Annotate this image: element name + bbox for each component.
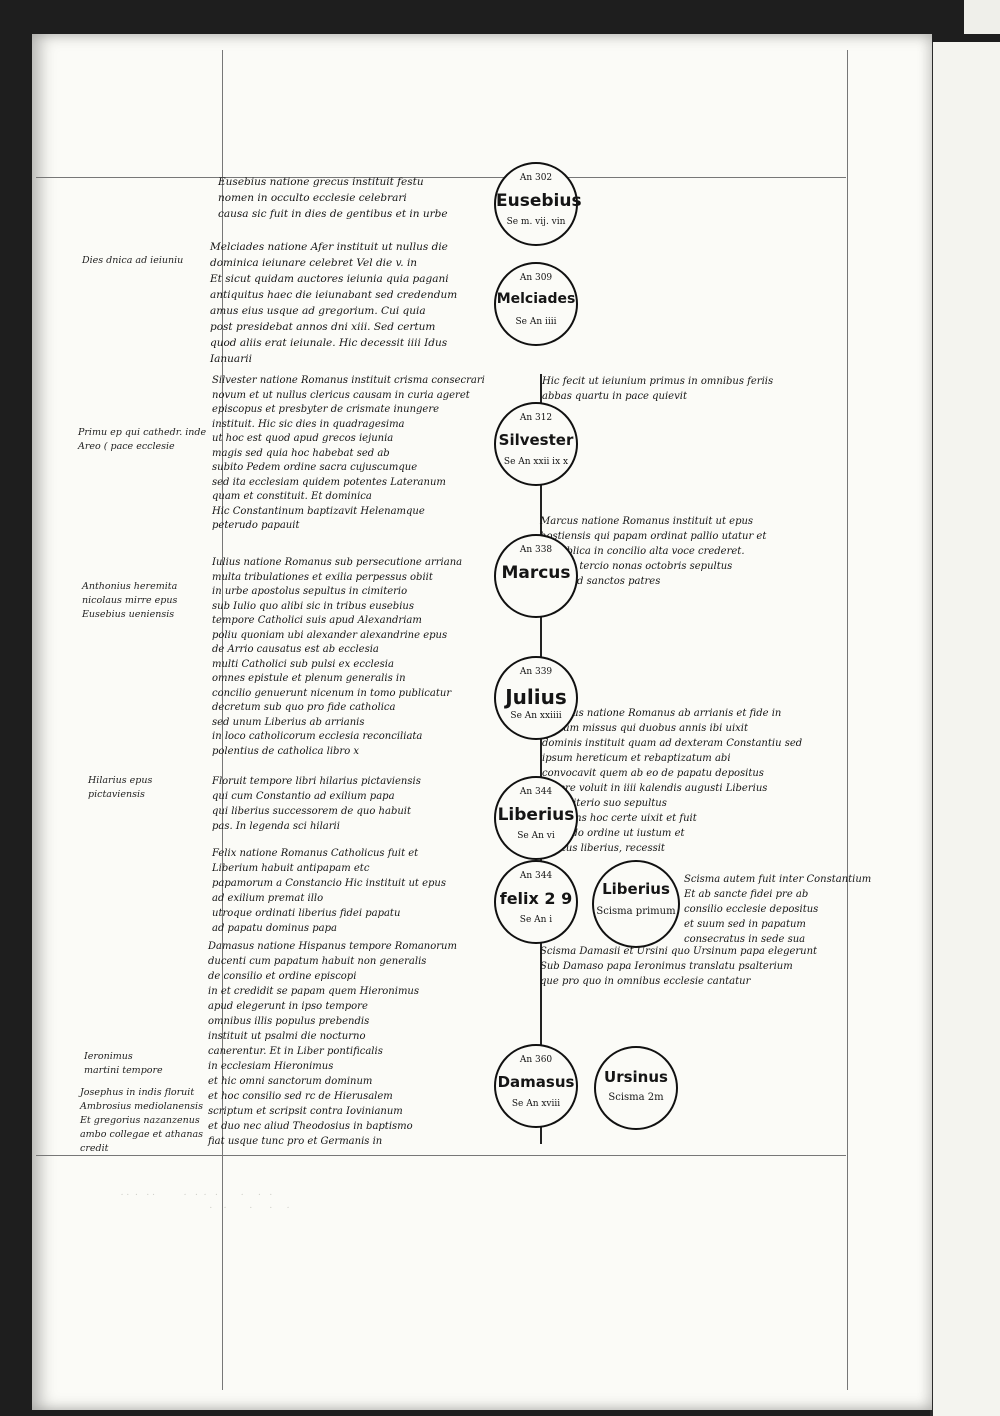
text-block-right-schism: Scisma autem fuit inter Constantium Et a…	[684, 874, 872, 945]
text-block-right-damasus: Scisma Damasii et Ursini quo Ursinum pap…	[540, 946, 818, 987]
marginal-gloss: Hilarius epus pictaviensis	[88, 775, 153, 800]
schism-medallion: Ursinus Scisma 2m	[594, 1046, 678, 1130]
pope-medallion: An 344 Liberius Se An vi	[494, 776, 578, 860]
marginal-gloss: Ieronimus martini tempore	[84, 1051, 163, 1076]
pope-medallion: An 339 Julius Se An xxiiii	[494, 656, 578, 740]
schism-label: Scisma primum	[596, 906, 676, 917]
pope-name: Melciades	[496, 291, 576, 307]
pope-tenure: Se An i	[519, 915, 553, 925]
pope-year: An 338	[519, 545, 553, 555]
adjacent-page-edge	[930, 42, 1000, 1416]
pope-year: An 312	[519, 413, 553, 423]
pope-medallion: An 344 felix 2 9 Se An i	[494, 860, 578, 944]
text-block-damasus: Damasus natione Hispanus tempore Romanor…	[208, 941, 457, 1147]
pope-tenure: Se An xxiiii	[510, 711, 562, 721]
pope-name: felix 2 9	[499, 889, 573, 908]
pope-year: An 339	[519, 667, 553, 677]
text-block-iulius: Iulius natione Romanus sub persecutione …	[212, 557, 463, 757]
antipope-name: Liberius	[602, 880, 670, 898]
top-rule	[36, 177, 846, 178]
pope-tenure: Se An xviii	[511, 1099, 561, 1109]
pope-medallion: An 360 Damasus Se An xviii	[494, 1044, 578, 1128]
text-block-silvester: Silvester natione Romanus instituit cris…	[212, 375, 485, 531]
pope-medallion: An 338 Marcus	[494, 534, 578, 618]
right-margin-rule	[847, 50, 848, 1390]
pope-name: Eusebius	[496, 191, 582, 211]
pope-tenure: Se An vi	[517, 831, 555, 841]
show-through-text: . . . . . . . . . . . . . . . . .	[120, 1188, 290, 1211]
marginal-gloss: Josephus in indis floruit Ambrosius medi…	[80, 1087, 203, 1154]
bottom-rule	[36, 1155, 846, 1156]
antipope-name: Ursinus	[604, 1068, 668, 1086]
pope-tenure: Se An iiii	[515, 317, 557, 327]
pope-medallion: An 309 Melciades Se An iiii	[494, 262, 578, 346]
pope-year: An 344	[519, 787, 553, 797]
marginal-gloss: Dies dnica ad ieiuniu	[82, 255, 184, 266]
pope-year: An 360	[519, 1055, 553, 1065]
pope-name: Marcus	[501, 563, 571, 583]
pope-medallion: An 312 Silvester Se An xxii ix x	[494, 402, 578, 486]
schism-label: Scisma 2m	[608, 1092, 664, 1103]
pope-tenure: Se An xxii ix x	[503, 457, 569, 467]
marginal-gloss: Anthonius heremita nicolaus mirre epus E…	[82, 581, 178, 620]
pope-name: Julius	[505, 685, 567, 709]
succession-line	[540, 374, 542, 1144]
text-block-liberius: Floruit tempore libri hilarius pictavien…	[212, 776, 421, 832]
pope-year: An 344	[519, 871, 553, 881]
pope-name: Silvester	[498, 431, 574, 449]
pope-year: An 302	[519, 173, 553, 183]
pope-name: Damasus	[497, 1073, 575, 1091]
text-block-right-liberius: Liberius natione Romanus ab arrianis et …	[542, 708, 803, 854]
text-block-right-silvester: Hic fecit ut ieiunium primus in omnibus …	[542, 376, 774, 402]
marginal-gloss: Primu ep qui cathedr. inde Areo ( pace e…	[78, 427, 207, 452]
text-block-felix: Felix natione Romanus Catholicus fuit et…	[212, 848, 446, 934]
pope-name: Liberius	[497, 805, 575, 825]
pope-year: An 309	[519, 273, 553, 283]
schism-medallion: Liberius Scisma primum	[592, 860, 680, 948]
pope-tenure: Se m. vij. vin	[506, 217, 566, 227]
text-block-eusebius: Eusebius natione grecus instituit festu …	[218, 176, 448, 220]
page-corner	[964, 0, 1000, 34]
left-margin-rule	[222, 50, 223, 1390]
manuscript-page: . . . . . . . . . . . . . . . . . Dies d…	[32, 34, 932, 1410]
pope-medallion: An 302 Eusebius Se m. vij. vin	[494, 162, 582, 246]
text-block-melciades: Melciades natione Afer instituit ut null…	[210, 241, 458, 365]
